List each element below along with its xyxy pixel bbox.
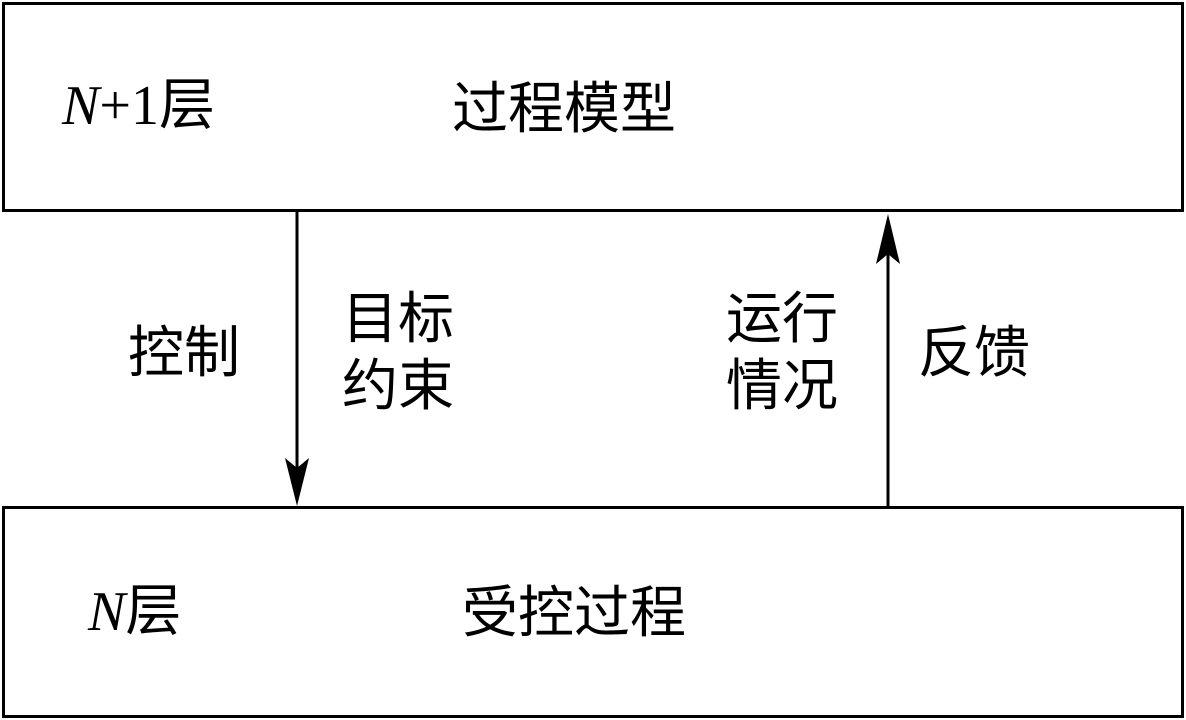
controlled-process-title: 受控过程 bbox=[462, 581, 686, 646]
control-arrow bbox=[285, 212, 309, 506]
control-label: 控制 bbox=[128, 321, 240, 386]
feedback-label: 反馈 bbox=[918, 321, 1030, 386]
top-layer-label: N+1层 bbox=[62, 78, 215, 134]
constraint-text: 约束 bbox=[342, 354, 454, 420]
feedback-arrow bbox=[876, 214, 900, 506]
process-model-box bbox=[2, 2, 1184, 212]
operation-text: 运行 bbox=[726, 287, 838, 352]
bottom-layer-label: N层 bbox=[88, 584, 181, 640]
top-layer-suffix: +1层 bbox=[99, 75, 215, 137]
status-text: 情况 bbox=[726, 354, 838, 420]
bottom-layer-suffix: 层 bbox=[125, 581, 182, 643]
goal-text: 目标 bbox=[342, 287, 454, 352]
operation-status-note: 运行 情况 bbox=[726, 286, 838, 420]
top-layer-var: N bbox=[62, 75, 100, 137]
process-model-title: 过程模型 bbox=[452, 77, 676, 142]
controlled-process-box bbox=[2, 506, 1184, 718]
bottom-layer-var: N bbox=[88, 581, 126, 643]
goal-constraint-note: 目标 约束 bbox=[342, 286, 454, 420]
